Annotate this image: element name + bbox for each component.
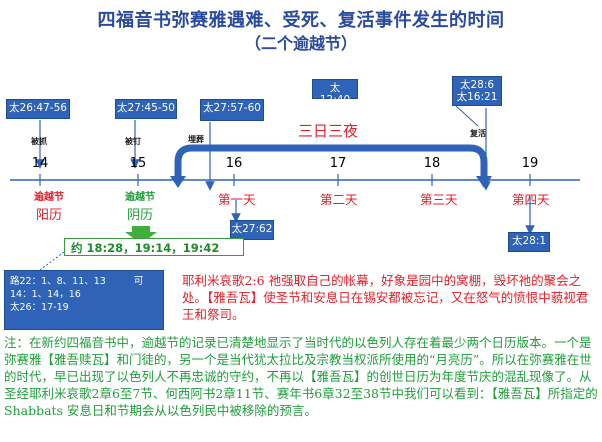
john-refs-box: 约 18:28，19:14，19:42	[64, 238, 244, 256]
day-label-4: 第四天	[512, 192, 550, 207]
mark-label: 可	[133, 276, 144, 287]
three-days-label: 三日三夜	[298, 122, 359, 140]
ref-box-buried: 太27:57-60	[200, 99, 264, 121]
day-18: 18	[423, 156, 441, 171]
passover-solar-top: 逾越节	[34, 192, 64, 203]
matthew-ref: 太26：17-19	[10, 302, 69, 313]
day-14: 14	[31, 156, 49, 171]
day-label-2: 第二天	[320, 192, 358, 207]
luke-ref: 路22：1、8、11、13	[10, 276, 106, 287]
label-arrest: 被抓	[31, 137, 47, 146]
page-title: 四福音书弥赛雅遇难、受死、复活事件发生的时间	[97, 10, 505, 31]
passover-lunar-top: 逾越节	[125, 192, 155, 203]
ref-risen-b: 太16:21	[456, 91, 498, 103]
day-19: 19	[521, 156, 539, 171]
lamentations-quote: 耶利米哀歌2:6 祂强取自己的帐幕，好象是园中的窝棚，毁坏祂的聚会之处。【雅吾瓦…	[182, 273, 589, 322]
ref-box-risen: 太28:6 太16:21	[452, 76, 502, 106]
label-buried: 埋葬	[188, 135, 204, 144]
passover-lunar-bottom: 阴历	[127, 208, 154, 223]
passover-solar-bottom: 阳历	[36, 208, 63, 223]
gospel-refs-box: 路22：1、8、11、13 可 14：1、14，16 太26：17-19	[4, 270, 164, 330]
ref-box-day1: 太27:62	[230, 220, 274, 240]
label-risen: 复活	[470, 129, 486, 138]
ref-box-crucified: 太27:45-50	[115, 99, 177, 119]
day-label-3: 第三天	[420, 192, 458, 207]
day-label-1: 第一天	[218, 192, 256, 207]
ref-box-day4: 太28:1	[508, 232, 550, 252]
three-days-bracket	[174, 144, 488, 178]
ref-risen-a: 太28:6	[459, 79, 495, 91]
mark-ref: 14：1、14，16	[10, 289, 81, 300]
label-crucified: 被钉	[125, 137, 141, 146]
note-paragraph: 注：在新约四福音书中，逾越节的记录已清楚地显示了当时代的以色列人存在着最少两个日…	[4, 335, 598, 418]
day-16: 16	[225, 156, 243, 171]
ref-box-arrest: 太26:47-56	[6, 99, 70, 119]
day-15: 15	[129, 156, 147, 171]
page-subtitle: （二个逾越节）	[244, 34, 357, 53]
ref-box-three-days: 太 12:40	[312, 79, 358, 106]
day-17: 17	[329, 156, 347, 171]
